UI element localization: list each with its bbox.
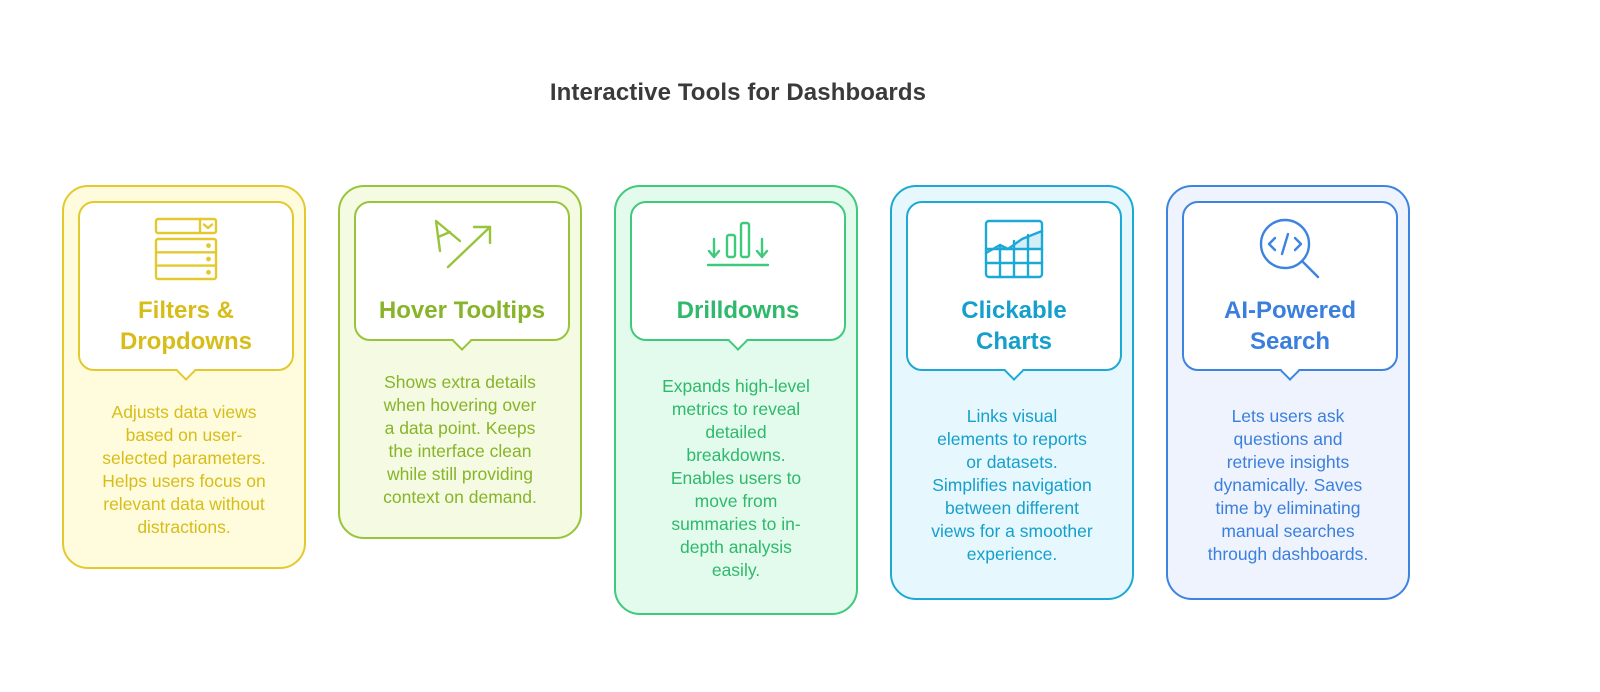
card-description: Lets users ask questions and retrieve in… xyxy=(1207,406,1369,564)
card-title: Clickable Charts xyxy=(961,297,1067,355)
card-description: Expands high-level metrics to reveal det… xyxy=(662,376,810,580)
card-header-bubble: Hover Tooltips xyxy=(354,201,570,351)
card-charts: Clickable Charts Links visual elements t… xyxy=(890,185,1134,600)
card-header-bubble: AI-Powered Search xyxy=(1182,201,1398,381)
page-title: Interactive Tools for Dashboards xyxy=(549,79,927,106)
card-title: AI-Powered Search xyxy=(1223,297,1357,355)
card-tooltips: Hover Tooltips Shows extra details when … xyxy=(338,185,582,539)
card-header-bubble: Drilldowns xyxy=(630,201,846,351)
cursor-arrow-icon xyxy=(430,217,494,281)
card-search: AI-Powered Search Lets users ask questio… xyxy=(1166,185,1410,600)
card-description: Links visual elements to reports or data… xyxy=(931,406,1093,564)
card-drilldowns: Drilldowns Expands high-level metrics to… xyxy=(614,185,858,615)
card-filters: Filters & Dropdowns Adjusts data views b… xyxy=(62,185,306,569)
dropdown-list-icon xyxy=(154,217,218,281)
code-search-icon xyxy=(1258,217,1322,281)
card-title: Hover Tooltips xyxy=(378,297,546,324)
card-description: Adjusts data views based on user- select… xyxy=(102,402,266,537)
card-header-bubble: Clickable Charts xyxy=(906,201,1122,381)
card-description: Shows extra details when hovering over a… xyxy=(383,372,537,507)
bar-chart-arrows-icon xyxy=(706,217,770,281)
chart-grid-icon xyxy=(982,217,1046,281)
card-title: Drilldowns xyxy=(676,297,800,324)
card-header-bubble: Filters & Dropdowns xyxy=(78,201,294,381)
card-title: Filters & Dropdowns xyxy=(120,297,252,355)
